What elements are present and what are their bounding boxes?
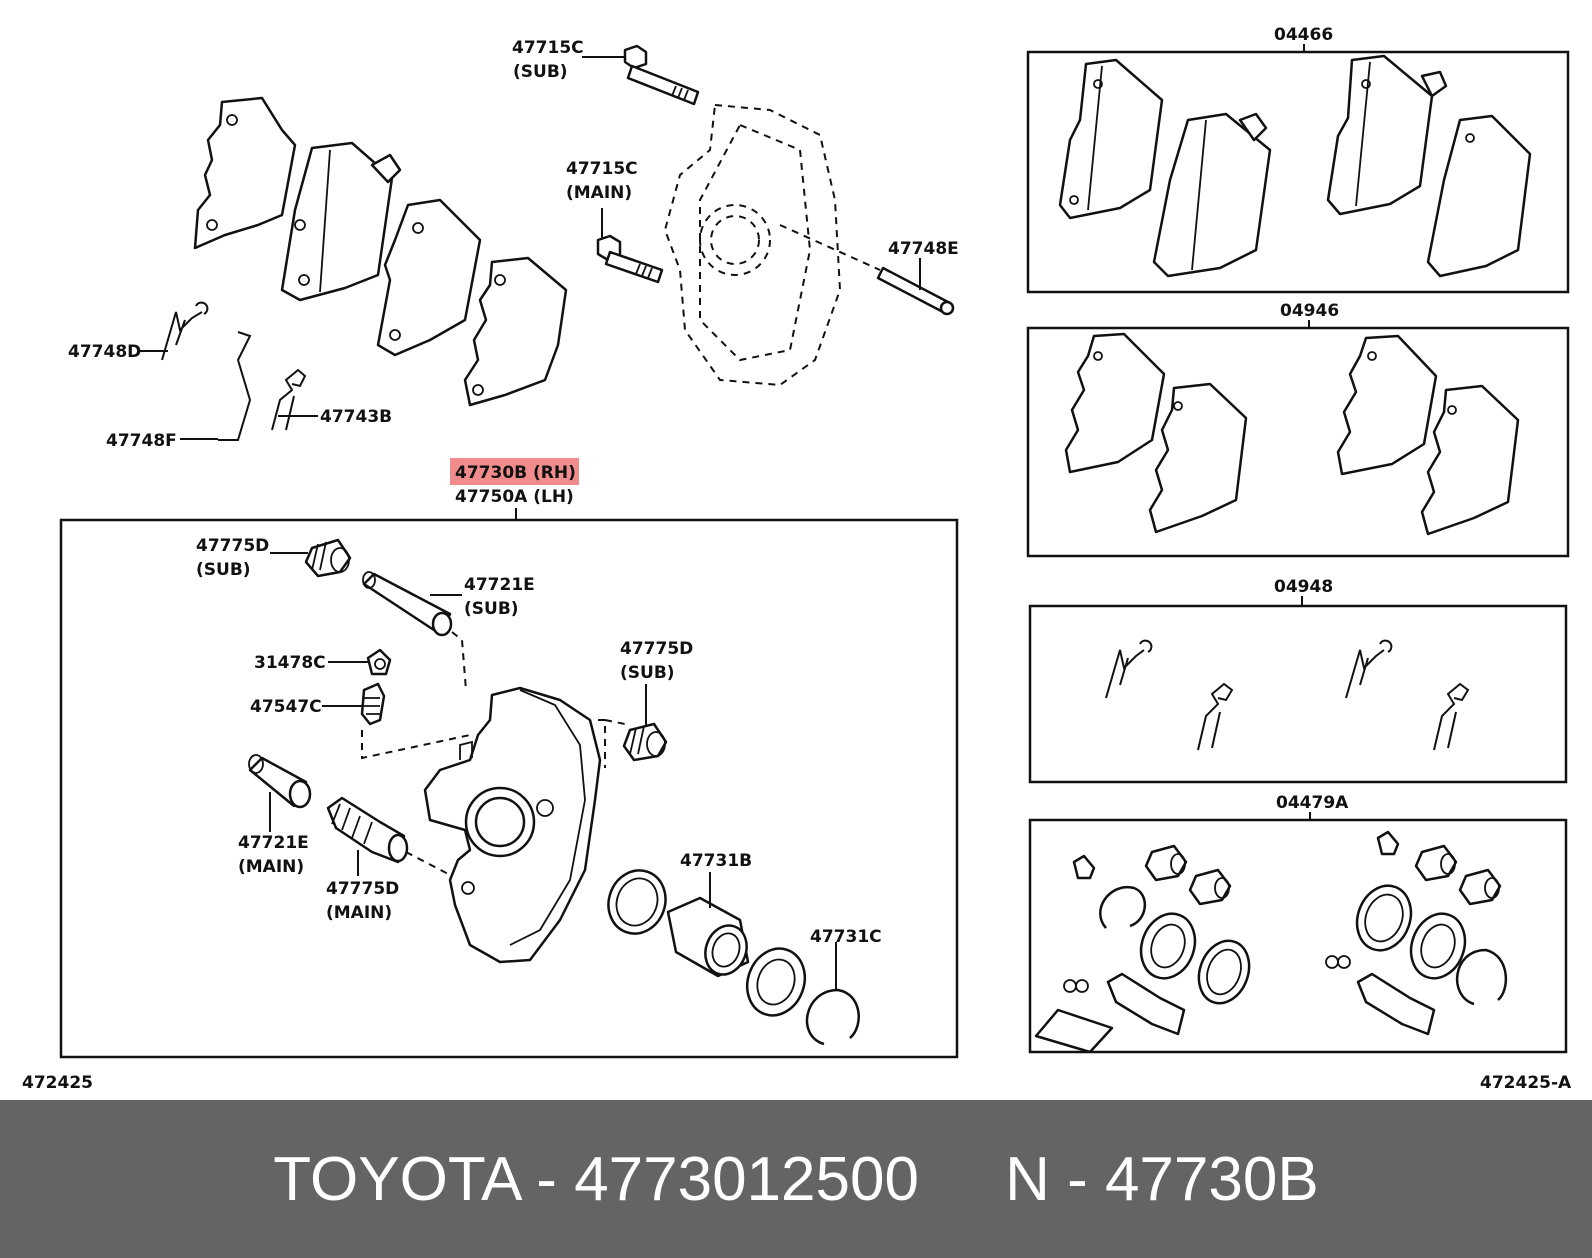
label-47715c-sub-qual: (SUB) — [513, 62, 568, 82]
label-04466: 04466 — [1274, 25, 1333, 45]
label-47775d-sub-right-qual: (SUB) — [620, 663, 675, 683]
dash-bleeder — [361, 730, 471, 760]
label-47748d: 47748D — [68, 342, 141, 362]
label-04948: 04948 — [1274, 577, 1333, 597]
label-47715c-sub: 47715C — [512, 38, 584, 58]
bleeder-47547c — [360, 682, 386, 726]
label-47775d-sub-right: 47775D — [620, 639, 693, 659]
label-47721e-main: 47721E — [238, 833, 309, 853]
label-47721e-sub-qual: (SUB) — [464, 599, 519, 619]
label-47748e: 47748E — [888, 239, 959, 259]
cap-31478c — [366, 648, 392, 676]
kit-box-04479a — [1028, 818, 1568, 1054]
label-47721e-main-qual: (MAIN) — [238, 857, 304, 877]
footer-part-number: TOYOTA - 4773012500 N - 47730B — [273, 1144, 1319, 1214]
label-47731b: 47731B — [680, 851, 752, 871]
label-47775d-sub-top-qual: (SUB) — [196, 560, 251, 580]
pad-center — [376, 198, 482, 357]
dash-boot-main — [405, 851, 453, 877]
pin-47721e-sub — [362, 571, 453, 637]
label-47547c: 47547C — [250, 697, 322, 717]
spring-47748f — [218, 331, 252, 441]
ring-47731c — [805, 988, 860, 1046]
piston-47731b — [666, 896, 750, 978]
label-47730b: 47730B (RH) — [455, 463, 576, 483]
code-472425: 472425 — [22, 1073, 93, 1093]
spring-47743b — [271, 368, 307, 431]
label-47715c-main: 47715C — [566, 159, 638, 179]
kit-04948-clips — [1105, 639, 1470, 751]
dash-pin-sub — [451, 631, 467, 691]
label-47721e-sub: 47721E — [464, 575, 535, 595]
footer-bar: TOYOTA - 4773012500 N - 47730B — [0, 1100, 1592, 1258]
code-472425-a: 472425-A — [1480, 1073, 1572, 1093]
kit-04466-pads — [1058, 54, 1532, 278]
kit-box-04466 — [1026, 50, 1570, 294]
label-04946: 04946 — [1280, 301, 1339, 321]
boot-47775d-sub-top — [304, 538, 352, 578]
label-47775d-sub-top: 47775D — [196, 536, 269, 556]
parts-diagram: 47715C (SUB) 47715C (MAIN) 47748E 47748D… — [22, 25, 1572, 1093]
bolt-47715c-main — [596, 234, 664, 284]
dash-boot-sub-right — [598, 719, 631, 768]
bolt-47715c-sub — [623, 44, 700, 106]
label-47750a: 47750A (LH) — [455, 487, 574, 507]
pin-47721e-main — [248, 754, 312, 809]
label-47748f: 47748F — [106, 431, 177, 451]
label-04479a: 04479A — [1276, 793, 1349, 813]
pad-shim-outer-left — [193, 96, 297, 250]
kit-04946-shims — [1064, 332, 1520, 536]
pin-47748e — [779, 224, 955, 316]
label-47715c-main-qual: (MAIN) — [566, 183, 632, 203]
pad-shim-right — [463, 256, 568, 407]
boot-47731c — [745, 947, 807, 1017]
pad-left — [280, 141, 402, 302]
label-31478c: 31478C — [254, 653, 326, 673]
label-47775d-main-qual: (MAIN) — [326, 903, 392, 923]
caliper-body — [423, 686, 602, 964]
boot-47775d-main — [326, 796, 409, 864]
seal-47731b-left — [607, 869, 667, 935]
clip-47748d — [161, 301, 209, 361]
kit-04479a-seals — [1034, 830, 1508, 1054]
label-47731c: 47731C — [810, 927, 882, 947]
caliper-housing-ghost — [663, 103, 842, 387]
label-47775d-main: 47775D — [326, 879, 399, 899]
caliper-assembly-box — [59, 518, 959, 1059]
label-47743b: 47743B — [320, 407, 392, 427]
highlight-47730b — [450, 458, 579, 485]
kit-box-04948 — [1028, 604, 1568, 784]
boot-47775d-sub-right — [622, 722, 668, 762]
kit-box-04946 — [1026, 326, 1570, 558]
